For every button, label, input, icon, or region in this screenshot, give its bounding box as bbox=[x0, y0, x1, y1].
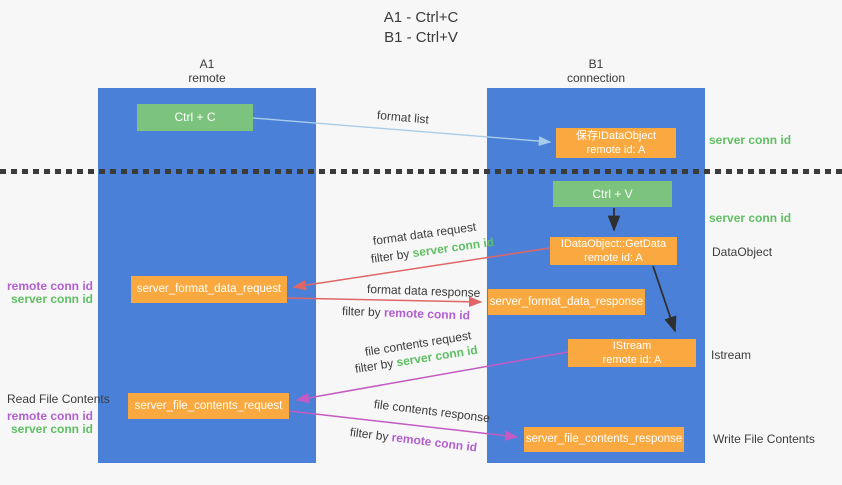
node-istream: IStream remote id: A bbox=[568, 339, 696, 367]
annotation-server-conn-id-left-bottom: server conn id bbox=[10, 422, 93, 436]
node-server-file-contents-request: server_file_contents_request bbox=[128, 393, 289, 419]
node-ctrl-c: Ctrl + C bbox=[137, 104, 253, 131]
annotation-read-file-contents: Read File Contents bbox=[7, 392, 110, 406]
phase-separator-dotted-line bbox=[0, 169, 842, 174]
node-server-format-data-response: server_format_data_response bbox=[488, 289, 645, 315]
lifeline-b1-role: connection bbox=[566, 71, 626, 85]
lifeline-a1-header: A1 remote bbox=[147, 57, 267, 85]
diagram-title-line2: B1 - Ctrl+V bbox=[384, 29, 458, 46]
node-getdata-line2: remote id: A bbox=[584, 252, 643, 264]
label-file-contents-response-filter: filter by remote conn id bbox=[349, 425, 478, 454]
node-server-format-data-response-label: server_format_data_response bbox=[489, 295, 644, 308]
label-format-list: format list bbox=[376, 108, 430, 127]
node-getdata: IDataObject::GetData remote id: A bbox=[550, 237, 677, 265]
lifeline-b1-header: B1 connection bbox=[536, 57, 656, 85]
label-filter-by-3: filter by bbox=[353, 355, 398, 376]
label-format-data-response-filter: filter by remote conn id bbox=[342, 304, 470, 322]
node-getdata-line1: IDataObject::GetData bbox=[560, 238, 667, 250]
annotation-server-conn-id-left-top: server conn id bbox=[10, 292, 93, 306]
node-save-idataobject-line2: remote id: A bbox=[586, 144, 646, 156]
node-istream-line1: IStream bbox=[612, 340, 652, 352]
diagram-title-line1: A1 - Ctrl+C bbox=[383, 9, 459, 26]
lifeline-b1-name: B1 bbox=[588, 57, 604, 71]
label-file-contents-response: file contents response bbox=[373, 397, 491, 426]
node-ctrl-v-label: Ctrl + V bbox=[592, 186, 633, 201]
annotation-write-file-contents: Write File Contents bbox=[713, 432, 815, 446]
lifeline-a1-name: A1 bbox=[199, 57, 215, 71]
annotation-remote-conn-id-left-bottom: remote conn id bbox=[6, 409, 93, 423]
label-remote-conn-id-filter-1: remote conn id bbox=[383, 305, 471, 323]
node-server-format-data-request-label: server_format_data_request bbox=[136, 283, 282, 295]
node-server-format-data-request: server_format_data_request bbox=[131, 276, 287, 303]
node-ctrl-v: Ctrl + V bbox=[553, 181, 672, 207]
annotation-istream: Istream bbox=[711, 348, 752, 362]
node-istream-line2: remote id: A bbox=[602, 354, 662, 366]
annotation-remote-conn-id-left-top: remote conn id bbox=[6, 279, 93, 293]
node-server-file-contents-response: server_file_contents_response bbox=[524, 427, 684, 452]
node-server-file-contents-request-label: server_file_contents_request bbox=[134, 399, 283, 412]
annotation-server-conn-id-mid: server conn id bbox=[709, 211, 792, 225]
node-ctrl-c-label: Ctrl + C bbox=[174, 110, 216, 124]
node-save-idataobject: 保存IDataObject remote id: A bbox=[556, 128, 676, 158]
label-filter-by-4: filter by bbox=[349, 425, 393, 445]
label-format-data-response: format data response bbox=[366, 282, 481, 300]
node-save-idataobject-line1: 保存IDataObject bbox=[575, 130, 657, 142]
annotation-server-conn-id-top: server conn id bbox=[709, 133, 792, 147]
label-remote-conn-id-filter-2: remote conn id bbox=[390, 430, 478, 455]
node-server-file-contents-response-label: server_file_contents_response bbox=[525, 433, 683, 445]
label-filter-by-2: filter by bbox=[341, 304, 385, 320]
label-filter-by-1: filter by bbox=[370, 246, 414, 266]
lifeline-a1-role: remote bbox=[188, 71, 226, 85]
annotation-dataobject: DataObject bbox=[712, 245, 773, 259]
